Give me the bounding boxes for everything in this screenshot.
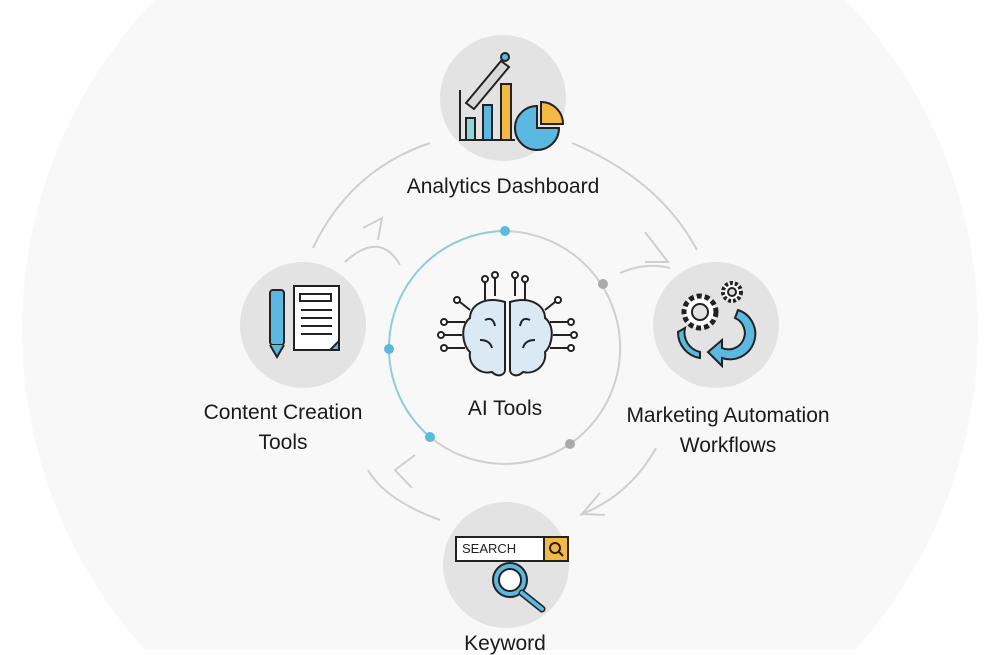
content-creation-label: Content Creation Tools [170,398,396,458]
ring-dot [425,432,435,442]
inner-ring-blue [387,230,506,438]
ring-dot [565,439,575,449]
analytics-dashboard-label: Analytics Dashboard [406,175,600,198]
center-label: AI Tools [467,397,543,420]
chart-pen-icon [459,52,565,151]
arrowhead-right-bottom [579,492,606,516]
brain-circuit-icon [437,271,578,377]
arc-inner-left-top [344,245,401,266]
automation-label-line2: Workflows [679,434,777,457]
arrowhead-left-top [362,216,384,241]
content-label-line1: Content Creation [203,401,363,424]
cycle-arrows [312,142,698,521]
marketing-automation-label: Marketing Automation Workflows [600,401,856,461]
arc-content-to-analytics [312,142,431,249]
arc-analytics-to-automation [571,142,698,251]
arrowhead-left-bottom [393,454,416,489]
node-circle-automation [653,262,779,388]
arc-keyword-to-content [367,469,441,521]
search-magnifier-icon [455,536,569,613]
gears-cycle-icon [676,281,757,369]
arc-inner-right-top [619,264,671,274]
ring-dot [500,226,510,236]
arc-automation-to-keyword [579,447,657,516]
automation-label-line1: Marketing Automation [626,404,830,427]
content-label-line2: Tools [258,431,308,454]
inner-ring-gray [429,230,622,465]
ring-dot [384,344,394,354]
arrowhead-right-top [644,231,671,263]
pen-document-icon [269,285,340,359]
search-bar-text: SEARCH [462,541,517,556]
ring-dot [598,279,608,289]
keyword-label: Keyword [464,632,546,655]
